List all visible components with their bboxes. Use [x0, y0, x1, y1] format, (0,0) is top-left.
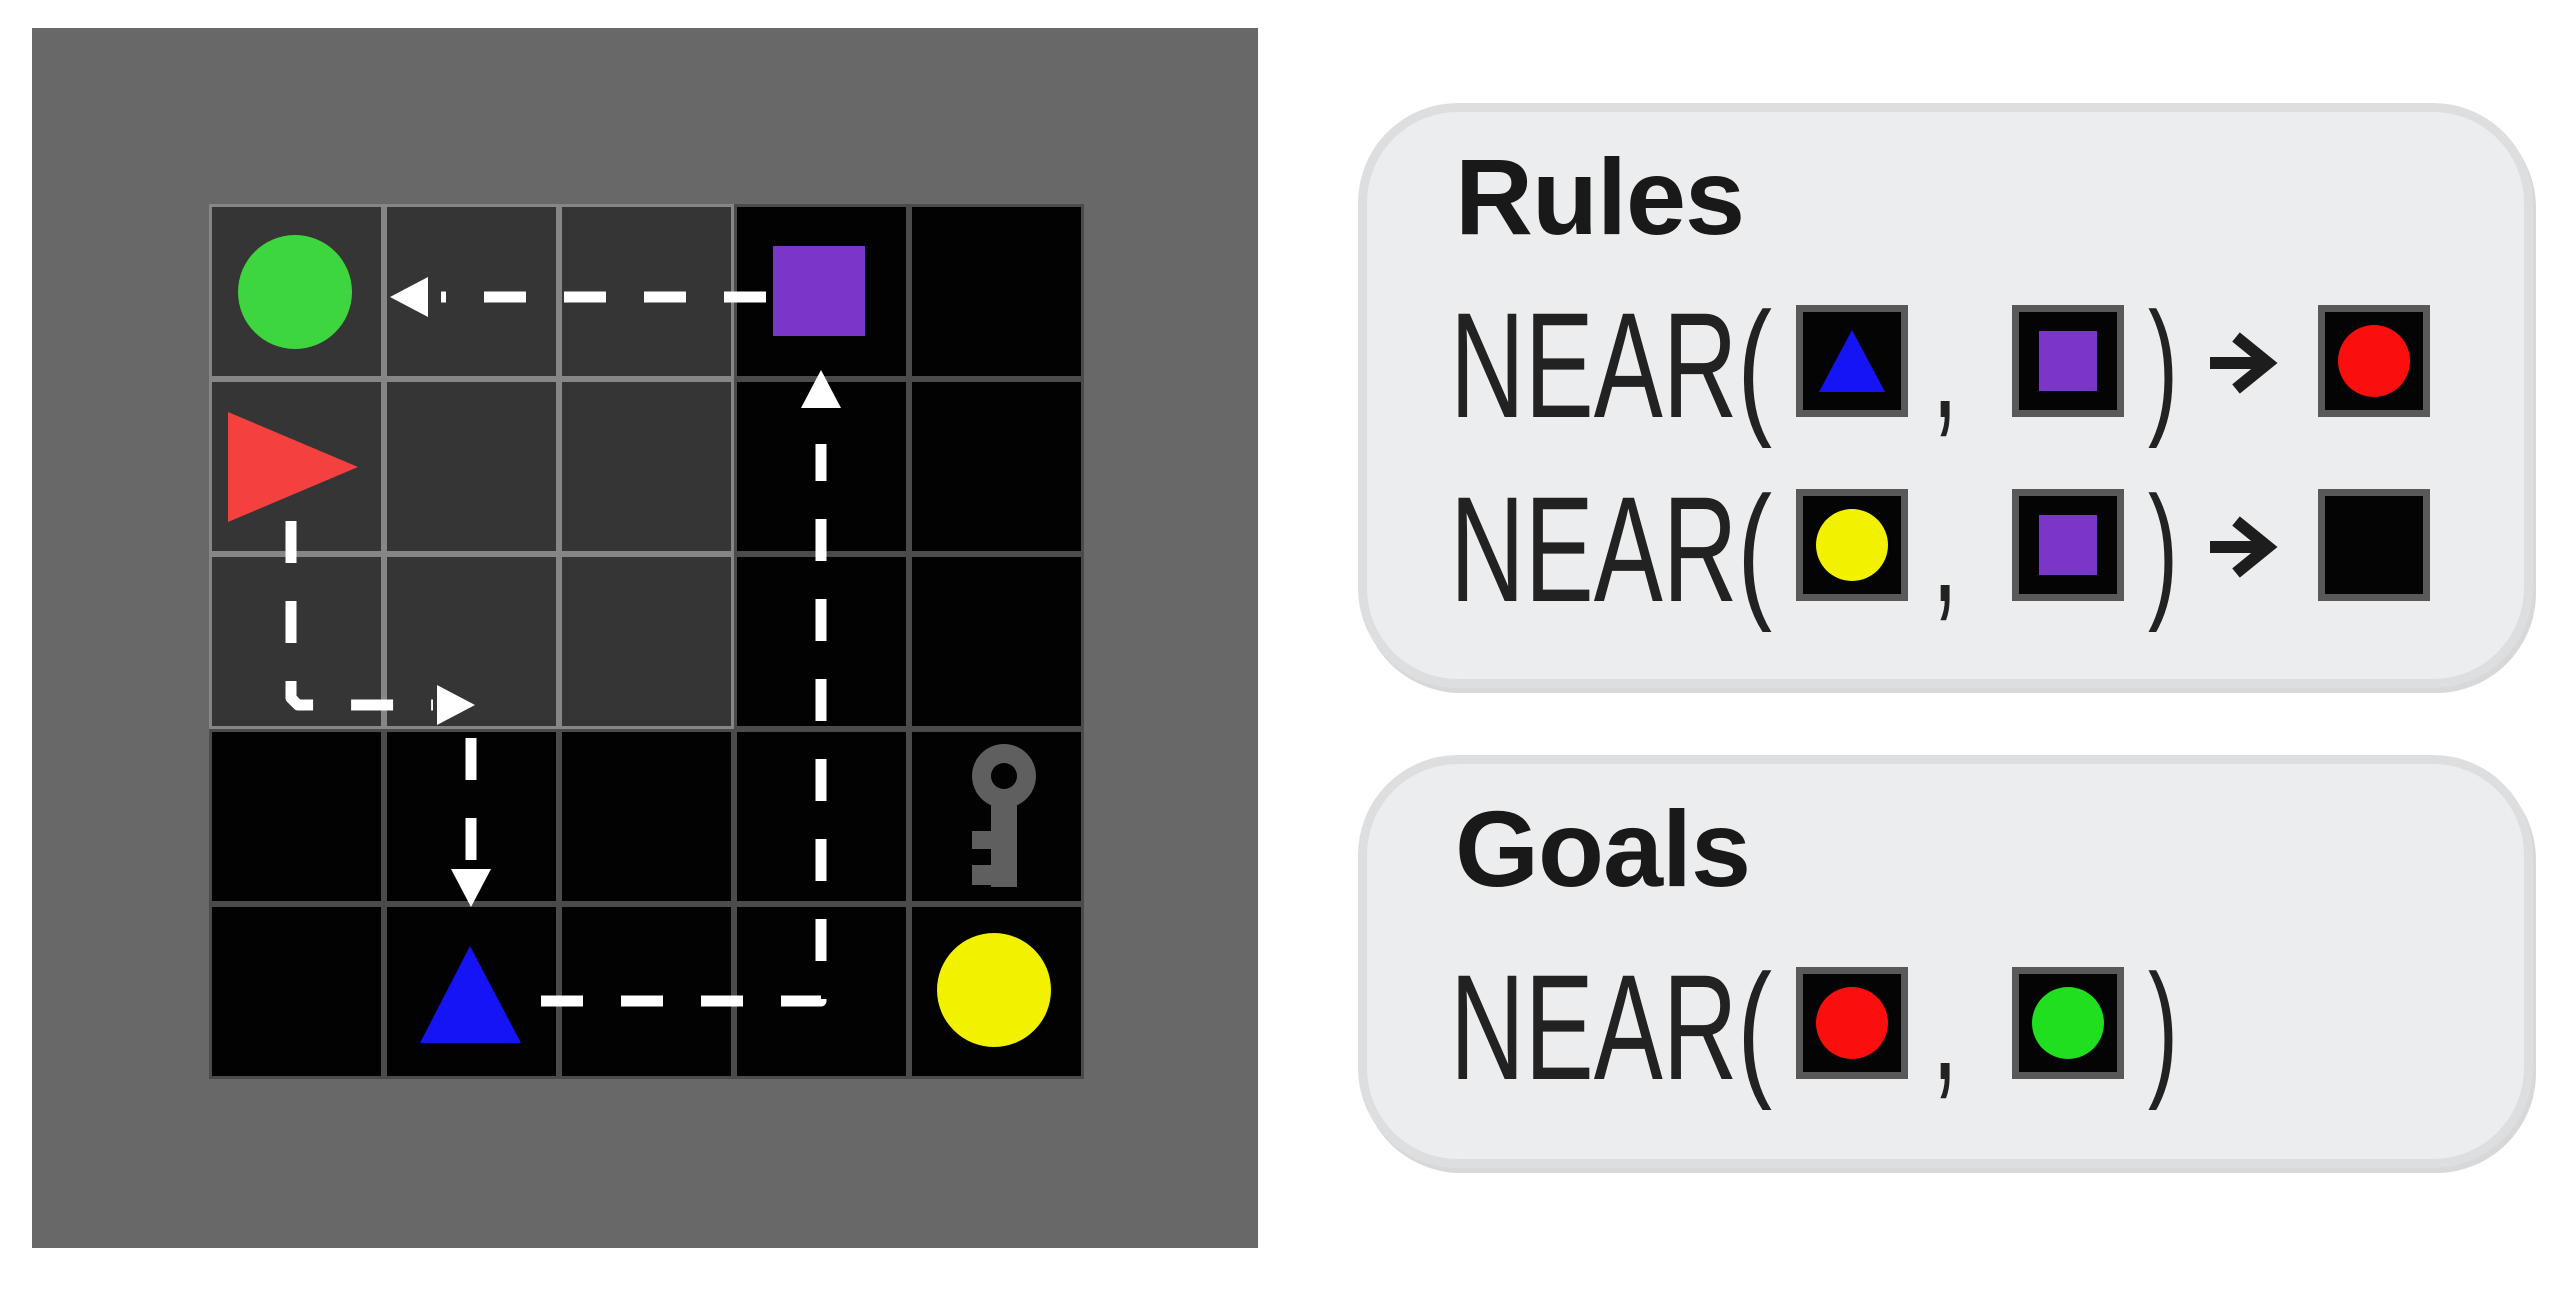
svg-text:,: , — [1932, 943, 1958, 1111]
wall-cell — [909, 379, 1084, 554]
goals-title: Goals — [1455, 788, 1751, 909]
blue-triangle-tile — [1796, 305, 1908, 417]
triangle-glyph — [1819, 330, 1885, 392]
statement-line: NEAR(,) — [1450, 943, 2186, 1123]
square-glyph — [2039, 331, 2097, 391]
rule-text: NEAR( — [1450, 943, 1772, 1111]
rule-text: , — [1932, 943, 1958, 1111]
svg-text:,: , — [1932, 465, 1958, 633]
statement-line: NEAR(,) — [1450, 281, 2430, 461]
floor-cell — [384, 379, 559, 554]
red-ball-tile — [1796, 967, 1908, 1079]
rule-text: NEAR( — [1450, 465, 1772, 633]
red-ball-tile — [2318, 305, 2430, 417]
wall-cell — [909, 204, 1084, 379]
floor-cell — [384, 204, 559, 379]
floor-cell — [209, 554, 384, 729]
circle-glyph — [2338, 325, 2410, 397]
floor-cell — [559, 379, 734, 554]
floor-cell — [209, 379, 384, 554]
board-frame — [32, 28, 1258, 1248]
svg-text:NEAR(: NEAR( — [1450, 465, 1772, 633]
statement-line: NEAR(,) — [1450, 465, 2430, 645]
wall-cell — [209, 729, 384, 904]
svg-text:NEAR(: NEAR( — [1450, 943, 1772, 1111]
black-empty-tile — [2318, 489, 2430, 601]
rules-panel: Rules NEAR(,)NEAR(,) — [1358, 103, 2533, 688]
svg-text:): ) — [2148, 465, 2178, 633]
wall-cell — [384, 904, 559, 1079]
svg-text:,: , — [1932, 281, 1958, 449]
floor-cell — [559, 204, 734, 379]
grid — [209, 204, 1084, 1079]
rules-title: Rules — [1455, 136, 1745, 257]
wall-cell — [559, 729, 734, 904]
wall-cell — [734, 554, 909, 729]
wall-cell — [734, 904, 909, 1079]
wall-cell — [734, 204, 909, 379]
purple-box-tile — [2012, 305, 2124, 417]
floor-cell — [559, 554, 734, 729]
wall-cell — [909, 554, 1084, 729]
svg-text:NEAR(: NEAR( — [1450, 281, 1772, 449]
wall-cell — [909, 904, 1084, 1079]
wall-cell — [734, 379, 909, 554]
rule-text: NEAR( — [1450, 281, 1772, 449]
floor-cell — [209, 204, 384, 379]
square-glyph — [2039, 515, 2097, 575]
svg-text:): ) — [2148, 943, 2178, 1111]
rule-text: ) — [2148, 465, 2178, 633]
purple-box-tile — [2012, 489, 2124, 601]
wall-cell — [909, 729, 1084, 904]
implies-arrow-icon — [2210, 516, 2278, 578]
wall-cell — [384, 729, 559, 904]
circle-glyph — [1816, 987, 1888, 1059]
floor-cell — [384, 554, 559, 729]
wall-cell — [209, 904, 384, 1079]
circle-glyph — [2032, 987, 2104, 1059]
goals-panel: Goals NEAR(,) — [1358, 755, 2533, 1168]
rule-text: ) — [2148, 943, 2178, 1111]
green-ball-tile — [2012, 967, 2124, 1079]
rule-text: ) — [2148, 281, 2178, 449]
circle-glyph — [1816, 509, 1888, 581]
implies-arrow-icon — [2210, 332, 2278, 394]
wall-cell — [734, 729, 909, 904]
rule-text: , — [1932, 281, 1958, 449]
yellow-ball-tile — [1796, 489, 1908, 601]
rule-text: , — [1932, 465, 1958, 633]
svg-text:): ) — [2148, 281, 2178, 449]
wall-cell — [559, 904, 734, 1079]
